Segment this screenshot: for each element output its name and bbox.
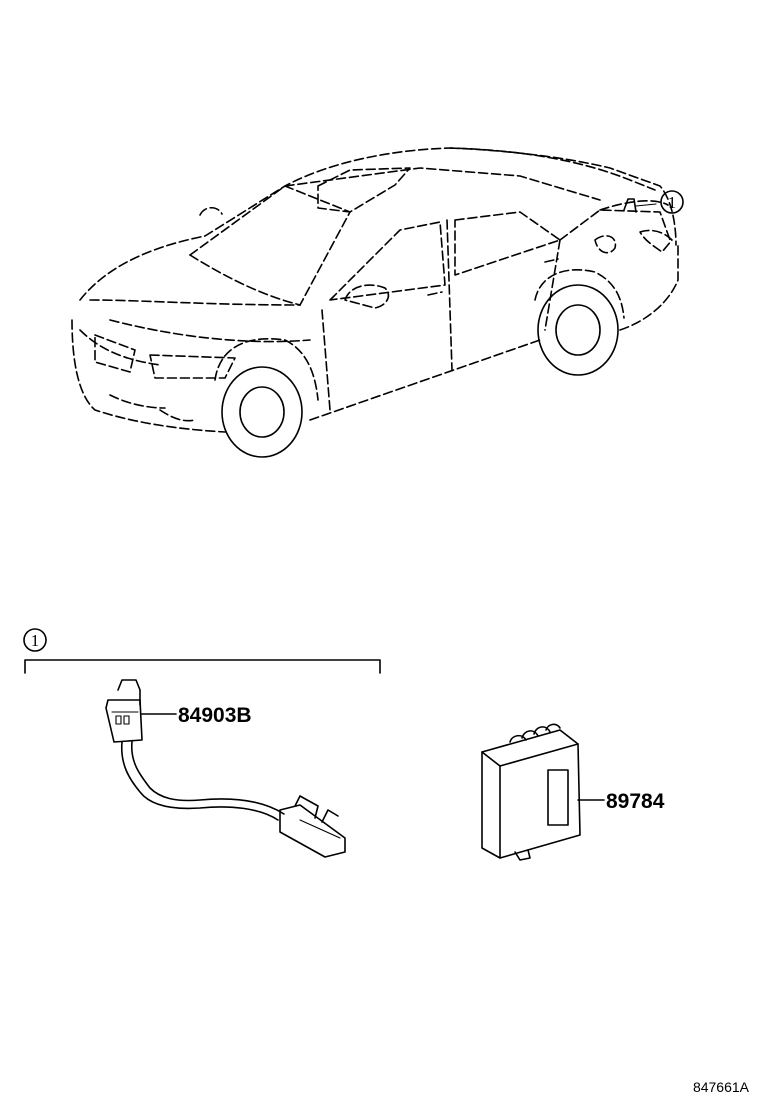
part-number-84903B: 84903B (178, 704, 252, 727)
drawing-reference: 847661A (693, 1079, 750, 1095)
vehicle-callout: 1 (660, 190, 684, 214)
antenna-cord-part (105, 679, 346, 858)
part-number-89784: 89784 (606, 790, 665, 813)
group-bracket (24, 659, 381, 674)
vehicle-callout-number: 1 (668, 193, 677, 212)
vehicle-illustration (71, 147, 679, 458)
group-header: 1 (23, 628, 381, 674)
module-part (481, 723, 581, 861)
group-callout-number: 1 (31, 631, 40, 650)
